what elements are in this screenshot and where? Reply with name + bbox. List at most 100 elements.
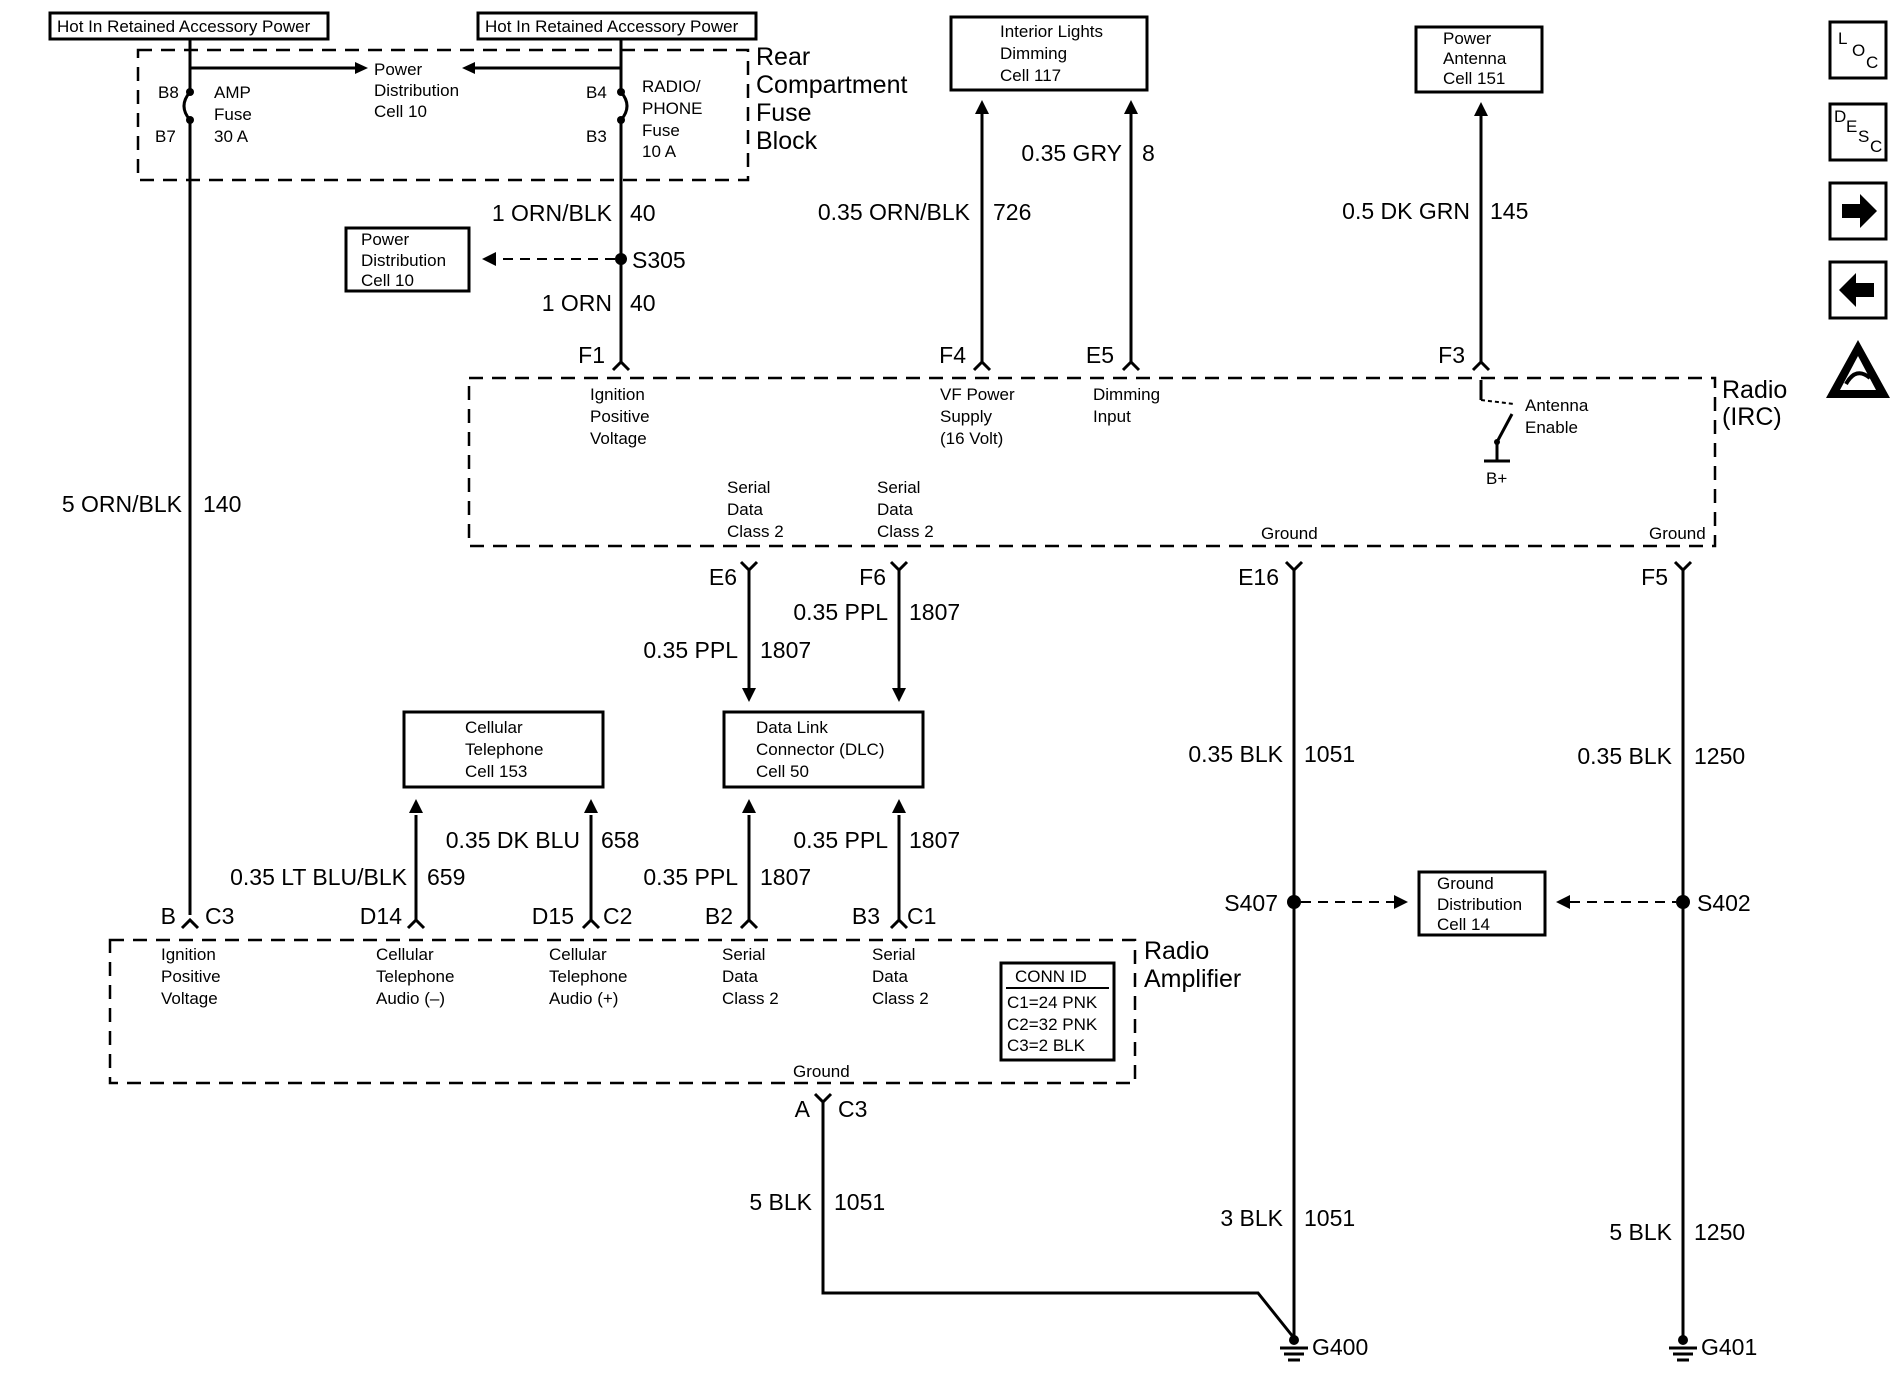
arrow-up-icon xyxy=(975,100,989,114)
amp-fuse-line3: 30 A xyxy=(214,127,249,146)
fuse-power-dist-line3: Cell 10 xyxy=(374,102,427,121)
desc-letter-2: E xyxy=(1846,117,1857,136)
dlc-line1: Data Link xyxy=(756,718,828,737)
f1-label-1: Ignition xyxy=(590,385,645,404)
b3-label-3: Class 2 xyxy=(872,989,929,1008)
d14-label-2: Telephone xyxy=(376,967,454,986)
wire-659-color: 0.35 LT BLU/BLK xyxy=(230,864,408,890)
arrow-right-icon xyxy=(1842,194,1877,228)
wire-1807d-color: 0.35 PPL xyxy=(793,827,888,853)
fuse-block-title-1: Rear xyxy=(756,43,810,71)
desc-letter-1: D xyxy=(1834,107,1846,126)
arrow-left-icon xyxy=(462,62,475,74)
b3-label-2: Data xyxy=(872,967,908,986)
power-antenna-box xyxy=(1414,25,1544,94)
pin-b4-dot xyxy=(617,88,625,96)
b-label-2: Positive xyxy=(161,967,221,986)
pin-b3-conn: C1 xyxy=(907,903,936,929)
wire-1051b-num: 1051 xyxy=(834,1189,885,1215)
pin-b3: B3 xyxy=(852,903,880,929)
next-button[interactable] xyxy=(1828,181,1888,241)
pin-f6: F6 xyxy=(859,564,886,590)
pin-a: A xyxy=(795,1096,811,1122)
pin-b-conn: C3 xyxy=(205,903,234,929)
antenna-label-1: Antenna xyxy=(1525,396,1589,415)
ground-symbol-g400 xyxy=(1280,1335,1308,1362)
splice-s407-label: S407 xyxy=(1224,890,1278,916)
loc-letter-2: O xyxy=(1852,41,1865,60)
pin-b7: B7 xyxy=(155,127,176,146)
f6-label-1: Serial xyxy=(877,478,920,497)
power-dist-line3: Cell 10 xyxy=(361,271,414,290)
d15-label-1: Cellular xyxy=(549,945,607,964)
f1-label-2: Positive xyxy=(590,407,650,426)
loc-letter-1: L xyxy=(1838,29,1847,48)
fuse-block-title-4: Block xyxy=(756,127,818,155)
wire-726-num: 726 xyxy=(993,199,1031,225)
pin-f5-connector xyxy=(1673,560,1693,573)
wire-1250a-color: 0.35 BLK xyxy=(1577,743,1672,769)
arrow-left-icon xyxy=(482,252,496,266)
e5-label-2: Input xyxy=(1093,407,1131,426)
pin-b-connector xyxy=(180,917,200,930)
conn-id-row-1: C1=24 PNK xyxy=(1007,993,1098,1012)
arrow-down-icon xyxy=(892,688,906,702)
pin-b2-connector xyxy=(739,917,759,930)
amplifier-title-2: Amplifier xyxy=(1144,965,1241,993)
pin-f5: F5 xyxy=(1641,564,1668,590)
e6-label-3: Class 2 xyxy=(727,522,784,541)
pin-f1: F1 xyxy=(578,342,605,368)
wire-1051-amp xyxy=(821,1102,1296,1339)
prev-button[interactable] xyxy=(1828,260,1888,320)
b-label-1: Ignition xyxy=(161,945,216,964)
loc-button[interactable]: L O C xyxy=(1828,20,1888,80)
b2-label-3: Class 2 xyxy=(722,989,779,1008)
radio-title-1: Radio xyxy=(1722,376,1787,404)
conn-id-row-3: C3=2 BLK xyxy=(1007,1036,1086,1055)
arrow-right-icon xyxy=(1556,895,1570,909)
splice-s402 xyxy=(1676,895,1690,909)
d14-label-1: Cellular xyxy=(376,945,434,964)
arrow-left-icon xyxy=(1839,273,1874,307)
interior-lights-line1: Interior Lights xyxy=(1000,22,1103,41)
radio-outline xyxy=(467,376,1717,548)
desc-letter-4: C xyxy=(1870,137,1882,156)
f4-label-1: VF Power xyxy=(940,385,1015,404)
wire-40-color-a: 1 ORN/BLK xyxy=(492,200,613,226)
wire-1250b-num: 1250 xyxy=(1694,1219,1745,1245)
splice-s407 xyxy=(1287,895,1301,909)
ground-dist-line1: Ground xyxy=(1437,874,1494,893)
e5-label-1: Dimming xyxy=(1093,385,1160,404)
wire-1051c-num: 1051 xyxy=(1304,1205,1355,1231)
interior-lights-line3: Cell 117 xyxy=(1000,66,1061,85)
pin-d14: D14 xyxy=(360,903,402,929)
wire-1051c-color: 3 BLK xyxy=(1220,1205,1283,1231)
radio-fuse-symbol xyxy=(619,91,629,121)
interior-lights-line2: Dimming xyxy=(1000,44,1067,63)
pin-b2: B2 xyxy=(705,903,733,929)
radio-title-2: (IRC) xyxy=(1722,403,1782,431)
fuse-power-dist-line2: Distribution xyxy=(374,81,459,100)
arrow-up-icon xyxy=(892,799,906,813)
hot-right-box xyxy=(476,11,758,41)
cell-phone-box xyxy=(402,710,605,789)
power-dist-line1: Power xyxy=(361,230,410,249)
wire-658-num: 658 xyxy=(601,827,639,853)
d15-label-3: Audio (+) xyxy=(549,989,618,1008)
wire-1807b-color: 0.35 PPL xyxy=(793,599,888,625)
pin-e6-connector xyxy=(739,560,759,573)
b2-label-1: Serial xyxy=(722,945,765,964)
radio-fuse-line2: PHONE xyxy=(642,99,702,118)
amplifier-title-1: Radio xyxy=(1144,937,1209,965)
arrow-up-icon xyxy=(584,799,598,813)
wire-1807c-color: 0.35 PPL xyxy=(643,864,738,890)
pin-f1-connector xyxy=(611,359,631,372)
radio-fuse-line1: RADIO/ xyxy=(642,77,701,96)
fuse-power-dist-line1: Power xyxy=(374,60,423,79)
wire-659-num: 659 xyxy=(427,864,465,890)
wire-726-color: 0.35 ORN/BLK xyxy=(818,199,971,225)
wire-140-num: 140 xyxy=(203,491,241,517)
ground-dist-box xyxy=(1417,870,1547,937)
desc-button[interactable]: D E S C xyxy=(1828,102,1888,162)
